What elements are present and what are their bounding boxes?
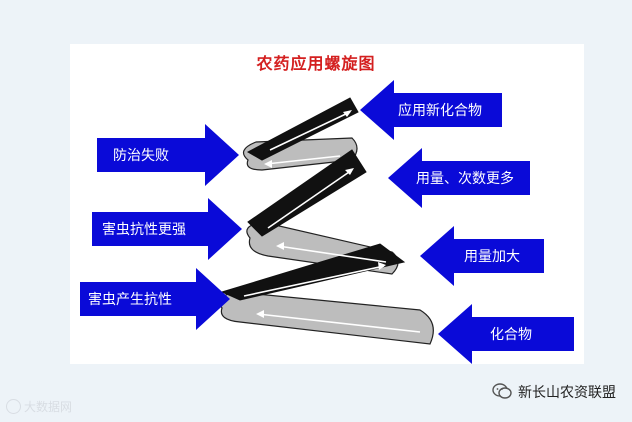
watermark-right: 新长山农资联盟	[492, 382, 616, 403]
arrow-label: 害虫产生抗性	[88, 289, 172, 309]
arrow-label: 应用新化合物	[398, 100, 482, 120]
watermark-left: 大数据网	[6, 398, 72, 415]
arrow-label: 用量、次数更多	[416, 168, 514, 188]
arrow-control-failure: 防治失败	[97, 124, 239, 186]
watermark-left-text: 大数据网	[24, 400, 72, 414]
arrow-stronger-resistance: 害虫抗性更强	[92, 198, 242, 260]
arrow-increase-dosage: 用量加大	[420, 226, 544, 286]
arrow-new-compound: 应用新化合物	[360, 80, 502, 140]
arrow-more-dosage-frequency: 用量、次数更多	[388, 148, 530, 208]
watermark-right-text: 新长山农资联盟	[518, 385, 616, 401]
arrow-label: 化合物	[490, 324, 532, 344]
arrow-resistance-develops: 害虫产生抗性	[80, 268, 230, 330]
arrow-label: 防治失败	[113, 145, 169, 165]
arrow-compound: 化合物	[438, 304, 574, 364]
spiral-band-bottom	[220, 292, 433, 344]
watermark-logo-icon	[6, 399, 21, 414]
arrow-label: 害虫抗性更强	[102, 219, 186, 239]
wechat-icon	[492, 383, 512, 403]
arrow-label: 用量加大	[464, 246, 520, 266]
